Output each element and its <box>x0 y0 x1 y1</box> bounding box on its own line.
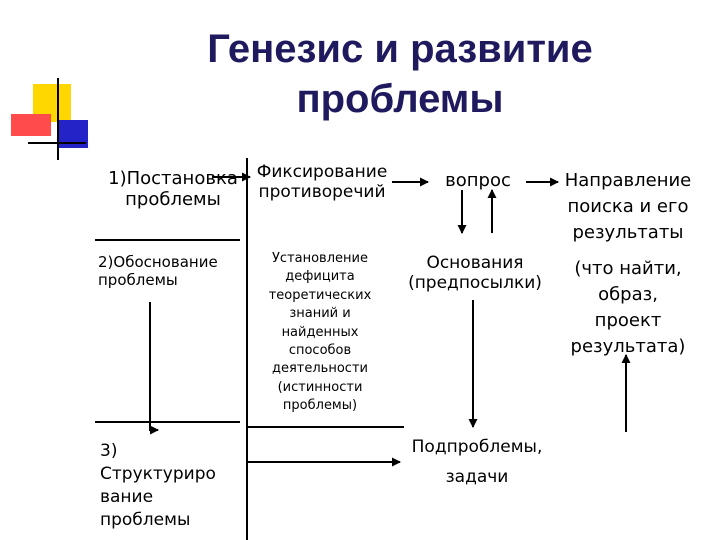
question-label: вопрос <box>445 170 511 191</box>
decor-vertical-line <box>57 78 59 160</box>
establish-deficit-label: Установление дефицита теоретических знан… <box>268 251 372 414</box>
arrow-stage2-to-stage3 <box>149 302 159 435</box>
page-title: Генезис и развитие проблемы <box>150 24 650 124</box>
subproblems-label: Подпроблемы,задачи <box>411 437 543 487</box>
decor-red-square <box>11 114 51 136</box>
title-line-2: проблемы <box>296 77 504 121</box>
decor-horizontal-line <box>28 142 86 144</box>
title-line-1: Генезис и развитие <box>207 27 593 71</box>
grounds-label: Основания(предпосылки) <box>408 253 542 294</box>
